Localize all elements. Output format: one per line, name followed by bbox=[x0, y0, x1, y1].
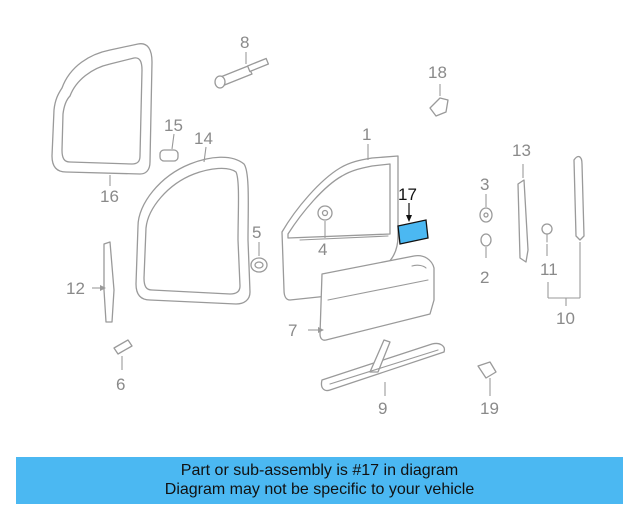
part-10-seal-strip[interactable] bbox=[573, 155, 585, 241]
banner-line-1: Part or sub-assembly is #17 in diagram bbox=[180, 462, 459, 479]
part-17-highlighted[interactable] bbox=[397, 219, 429, 245]
banner-line-2: Diagram may not be specific to your vehi… bbox=[164, 481, 475, 498]
callout-15: 15 bbox=[164, 116, 183, 135]
callout-5: 5 bbox=[252, 223, 261, 242]
parts-diagram: 16 8 15 14 5 12 6 1 bbox=[51, 33, 585, 418]
callout-2: 2 bbox=[480, 268, 489, 287]
part-18-clip[interactable] bbox=[429, 97, 449, 117]
callout-7: 7 bbox=[288, 321, 297, 340]
callout-13: 13 bbox=[512, 141, 531, 160]
part-13-belt-moulding[interactable] bbox=[517, 179, 529, 263]
callout-3: 3 bbox=[480, 175, 489, 194]
part-8-bolt[interactable] bbox=[214, 57, 270, 89]
callout-11: 11 bbox=[540, 260, 558, 279]
part-7-door-skin[interactable] bbox=[319, 254, 435, 341]
callout-12: 12 bbox=[66, 279, 85, 298]
part-6-bracket[interactable] bbox=[113, 339, 133, 355]
part-5-grommet[interactable] bbox=[250, 257, 268, 273]
info-banner: Part or sub-assembly is #17 in diagram D… bbox=[16, 457, 623, 504]
part-19-clip[interactable] bbox=[477, 361, 497, 379]
part-2-plug[interactable] bbox=[480, 233, 492, 247]
part-16-window-seal[interactable] bbox=[51, 43, 153, 175]
callout-17: 17 bbox=[398, 185, 417, 204]
part-12-pillar-trim[interactable] bbox=[103, 241, 115, 323]
part-3-plug[interactable] bbox=[479, 207, 493, 223]
callout-9: 9 bbox=[378, 399, 387, 418]
callout-18: 18 bbox=[428, 63, 447, 82]
callout-19: 19 bbox=[480, 399, 499, 418]
part-1-front-door[interactable] bbox=[281, 155, 399, 301]
part-11-screw[interactable] bbox=[541, 223, 553, 243]
part-4-door-fastener[interactable] bbox=[317, 205, 333, 221]
callout-8: 8 bbox=[240, 33, 249, 52]
callout-6: 6 bbox=[116, 375, 125, 394]
callout-16: 16 bbox=[100, 187, 119, 206]
part-9-sill-trim[interactable] bbox=[320, 339, 446, 392]
callout-14: 14 bbox=[194, 129, 213, 148]
callout-10: 10 bbox=[556, 309, 575, 328]
callout-1: 1 bbox=[362, 125, 371, 144]
callout-4: 4 bbox=[318, 240, 327, 259]
part-15-clip[interactable] bbox=[159, 149, 179, 162]
part-14-door-seal[interactable] bbox=[135, 156, 251, 305]
